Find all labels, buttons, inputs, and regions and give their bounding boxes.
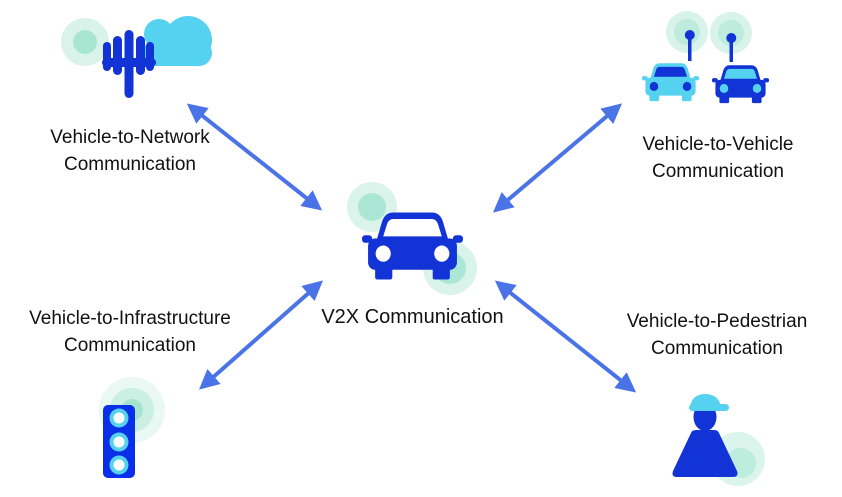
traffic-light-icon bbox=[85, 365, 175, 485]
label-line: Communication bbox=[64, 335, 196, 356]
traffic-lights bbox=[109, 408, 129, 475]
label-vehicle-to-network: Vehicle-to-Network Communication bbox=[15, 124, 245, 178]
label-line: V2X Communication bbox=[321, 306, 504, 328]
connected-cars-icon bbox=[630, 8, 795, 108]
label-vehicle-to-vehicle: Vehicle-to-Vehicle Communication bbox=[603, 131, 833, 185]
arrow-vehicle bbox=[492, 103, 623, 213]
label-vehicle-to-pedestrian: Vehicle-to-Pedestrian Communication bbox=[602, 308, 832, 362]
antenna-right bbox=[726, 33, 737, 62]
label-line: Communication bbox=[651, 338, 783, 359]
label-vehicle-to-infrastructure: Vehicle-to-Infrastructure Communication bbox=[5, 305, 255, 359]
arrow-network bbox=[186, 103, 323, 211]
label-line: Vehicle-to-Network bbox=[50, 127, 210, 148]
arrow-infrastructure bbox=[198, 280, 324, 390]
label-line: Vehicle-to-Infrastructure bbox=[29, 308, 231, 329]
cloud-shape bbox=[143, 16, 212, 66]
label-line: Communication bbox=[64, 154, 196, 175]
cap-shape bbox=[689, 394, 729, 411]
antenna-left bbox=[684, 30, 695, 61]
antenna-shape bbox=[102, 30, 156, 98]
label-line: Vehicle-to-Vehicle bbox=[642, 134, 794, 155]
label-line: Vehicle-to-Pedestrian bbox=[626, 311, 808, 332]
label-line: Communication bbox=[652, 161, 784, 182]
label-v2x-communication: V2X Communication bbox=[310, 303, 515, 331]
pedestrian-icon bbox=[660, 385, 770, 490]
cell-tower-cloud-icon bbox=[55, 10, 220, 110]
arrow-pedestrian bbox=[494, 280, 637, 393]
car-icon bbox=[345, 180, 485, 295]
